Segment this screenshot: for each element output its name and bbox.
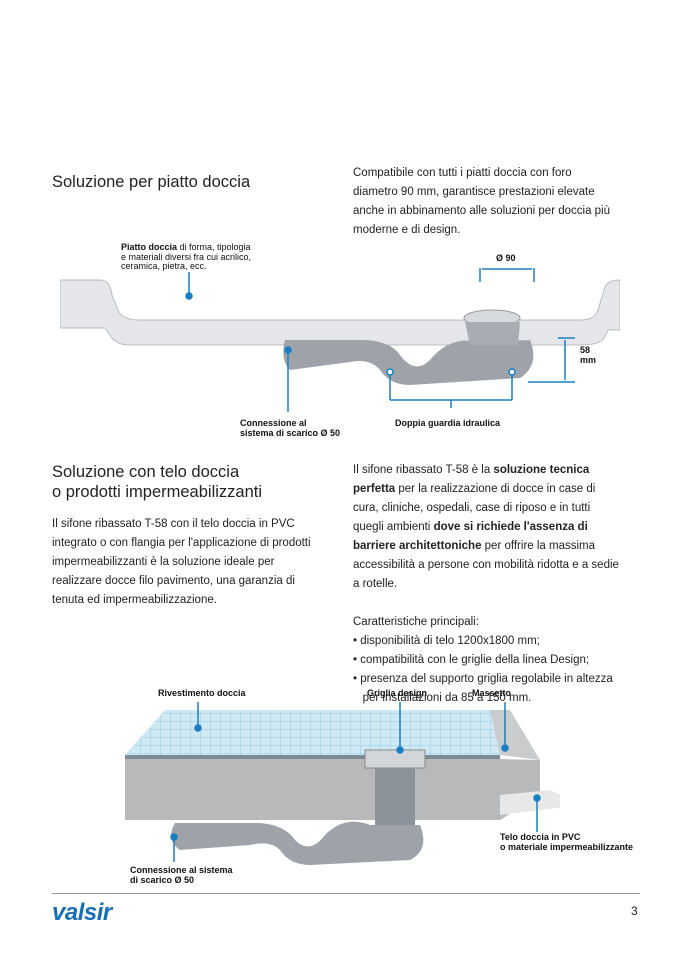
label-griglia: Griglia design bbox=[367, 688, 428, 698]
label-diameter: Ø 90 bbox=[496, 253, 516, 263]
text: Il sifone ribassato T-58 è la bbox=[353, 464, 494, 476]
intro-line: diametro 90 mm, garantisce prestazioni e… bbox=[353, 186, 595, 198]
title-line: o prodotti impermeabilizzanti bbox=[52, 483, 263, 501]
text-bold: dove si richiede l'assenza di bbox=[433, 521, 588, 533]
label-text: Connessione al bbox=[240, 418, 307, 428]
label-text: Connessione al sistema bbox=[130, 865, 233, 875]
text-bold: barriere architettoniche bbox=[353, 540, 482, 552]
label-bold: Piatto doccia bbox=[121, 242, 178, 252]
feature-item: per installazioni da 85 a 150 mm. bbox=[353, 692, 532, 704]
page-number: 3 bbox=[631, 904, 638, 918]
footer-divider bbox=[52, 893, 640, 894]
floor-section-illustration bbox=[125, 710, 560, 865]
shower-tray-illustration bbox=[60, 279, 620, 385]
section1-title: Soluzione per piatto doccia bbox=[52, 173, 251, 191]
label-text: di scarico Ø 50 bbox=[130, 874, 195, 885]
text: per la realizzazione di docce in case di bbox=[395, 483, 596, 495]
title-line: Soluzione con telo doccia bbox=[52, 463, 240, 481]
section2-title: Soluzione con telo doccia o prodotti impe… bbox=[52, 462, 262, 502]
features-title: Caratteristiche principali: bbox=[353, 616, 479, 628]
text-line: impermeabilizzanti è la soluzione ideale… bbox=[52, 556, 275, 568]
text-line: integrato o con flangia per l'applicazio… bbox=[52, 537, 311, 549]
section1-intro: Compatibile con tutti i piatti doccia co… bbox=[353, 164, 653, 240]
label-text: sistema di scarico Ø 50 bbox=[240, 427, 341, 438]
label-text: 58 bbox=[580, 345, 591, 355]
label-doppia-guardia: Doppia guardia idraulica bbox=[395, 418, 501, 428]
label-text: Telo doccia in PVC bbox=[500, 832, 581, 842]
callout-lines-2 bbox=[170, 702, 541, 862]
section2-right-text: Il sifone ribassato T-58 è la soluzione … bbox=[353, 461, 653, 708]
text-line: tenuta ed impermeabilizzazione. bbox=[52, 594, 217, 606]
valsir-logo: valsir bbox=[52, 899, 112, 926]
label-massetto: Massetto bbox=[472, 688, 512, 698]
label-text: ceramica, pietra, ecc. bbox=[121, 261, 207, 271]
text-bold: perfetta bbox=[353, 483, 396, 495]
text: quegli ambienti bbox=[353, 521, 434, 533]
text-bold: soluzione tecnica bbox=[493, 464, 590, 476]
callout-lines-1 bbox=[185, 268, 575, 412]
intro-line: Compatibile con tutti i piatti doccia co… bbox=[353, 167, 572, 179]
text-line: realizzare docce filo pavimento, una gar… bbox=[52, 575, 295, 587]
feature-item: • disponibilità di telo 1200x1800 mm; bbox=[353, 635, 540, 647]
text-line: Il sifone ribassato T-58 con il telo doc… bbox=[52, 518, 295, 530]
label-text: o materiale impermeabilizzante bbox=[500, 841, 634, 852]
label-piatto-doccia: Piatto doccia di forma, tipologia e mate… bbox=[121, 242, 252, 272]
intro-line: moderne e di design. bbox=[353, 224, 461, 236]
intro-line: anche in abbinamento alle soluzioni per … bbox=[353, 205, 611, 217]
label-text: di forma, tipologia bbox=[177, 242, 251, 252]
section2-left-text: Il sifone ribassato T-58 con il telo doc… bbox=[52, 515, 342, 610]
text: per offrire la massima bbox=[481, 540, 596, 552]
label-rivestimento: Rivestimento doccia bbox=[158, 688, 246, 698]
label-text: e materiali diversi fra cui acrilico, bbox=[121, 251, 252, 262]
feature-item: • presenza del supporto griglia regolabi… bbox=[353, 673, 613, 685]
label-text: mm bbox=[580, 354, 597, 365]
text: a rotelle. bbox=[353, 578, 398, 590]
text: cura, cliniche, ospedali, case di riposo… bbox=[353, 502, 591, 514]
text: accessibilità a persone con mobilità rid… bbox=[353, 559, 619, 571]
feature-item: • compatibilità con le griglie della lin… bbox=[353, 654, 590, 666]
